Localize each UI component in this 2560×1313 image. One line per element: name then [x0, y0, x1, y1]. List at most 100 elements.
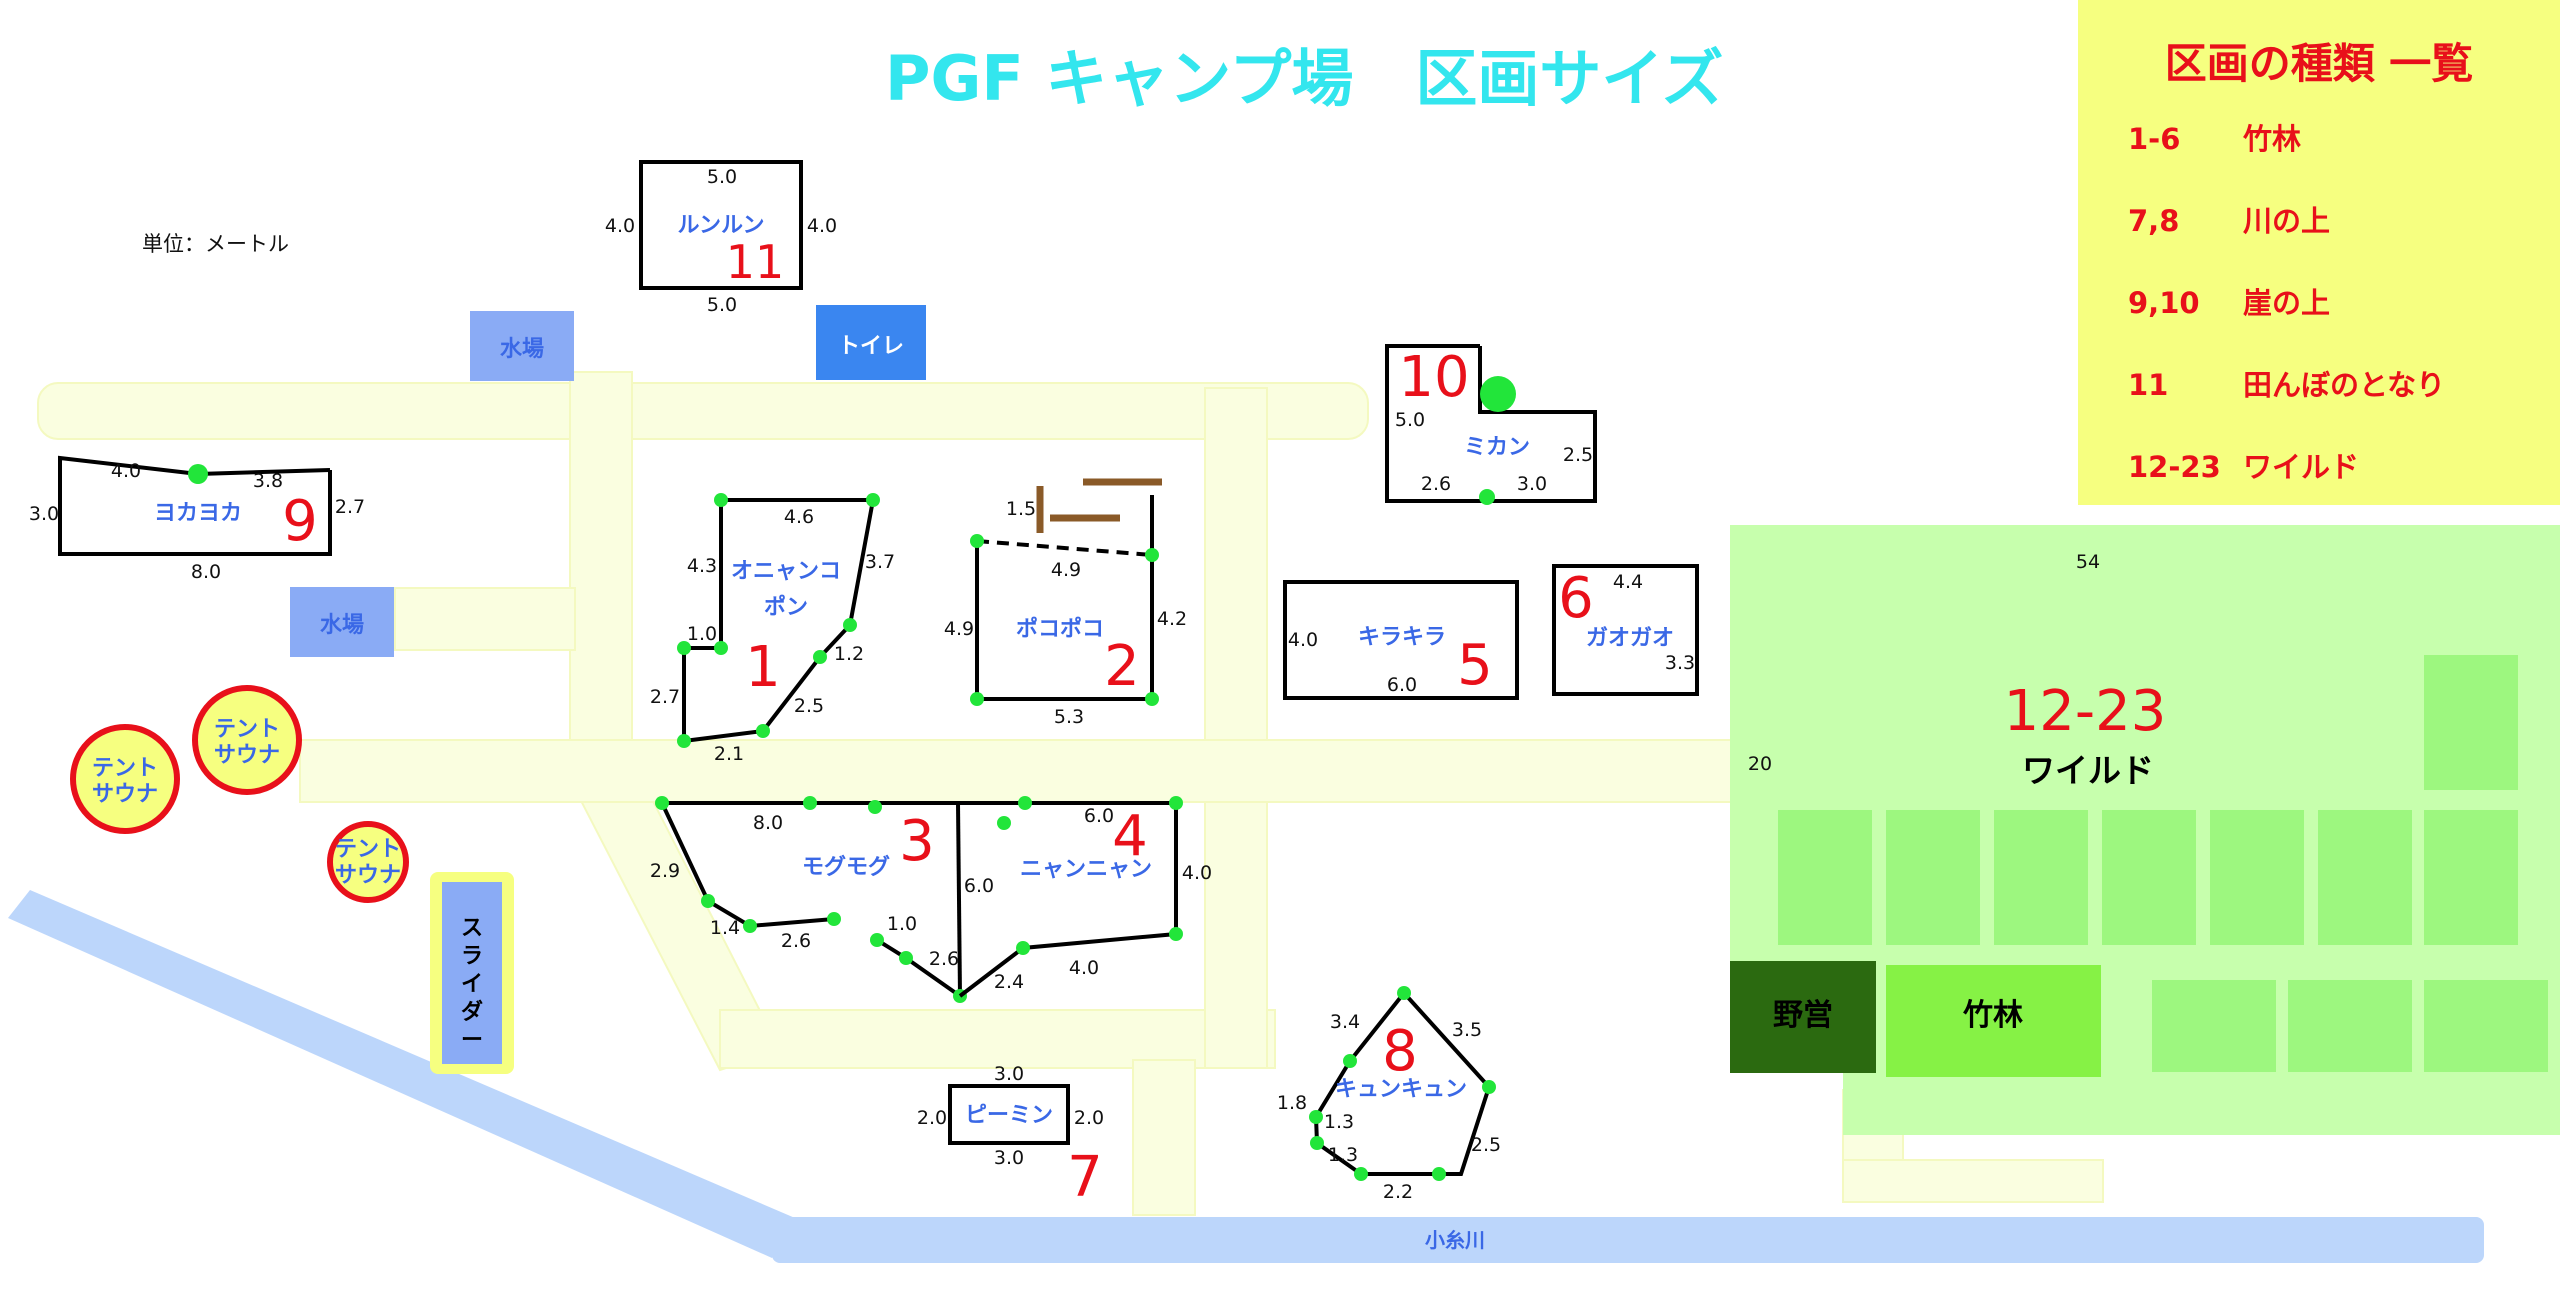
- site-number: 10: [1398, 345, 1469, 410]
- legend-range: 12-23: [2128, 450, 2221, 484]
- dim-label: 2.7: [335, 496, 365, 518]
- dim-label: 2.6: [781, 930, 811, 952]
- dim-label: 4.9: [1051, 559, 1081, 581]
- legend-title: 区画の種類 一覧: [2164, 39, 2474, 88]
- svg-text:テントサウナ: テントサウナ: [214, 717, 280, 768]
- wild-site: [2318, 810, 2412, 945]
- dim-label: 2.0: [1074, 1107, 1104, 1129]
- site-number: 1: [745, 635, 781, 700]
- wild-dim-width: 54: [2076, 551, 2100, 573]
- svg-text:テントサウナ: テントサウナ: [335, 837, 401, 888]
- unit-note: 単位：メートル: [142, 232, 289, 256]
- site-9: ヨカヨカ 9 4.0 3.8 3.0 2.7 8.0: [29, 455, 365, 583]
- wild-site: [1994, 810, 2088, 945]
- water-station: [290, 587, 394, 657]
- dim-label: 4.0: [1182, 862, 1212, 884]
- dim-label: 3.3: [1665, 652, 1695, 674]
- dim-label: 3.0: [994, 1147, 1024, 1169]
- dim-label: 4.0: [1288, 629, 1318, 651]
- site-name: キュンキュン: [1335, 1077, 1467, 1102]
- dim-label: 2.6: [1421, 473, 1451, 495]
- site-number: 3: [899, 809, 935, 874]
- dim-label: 2.5: [1471, 1134, 1501, 1156]
- dim-label: 4.0: [605, 215, 635, 237]
- dim-label: 3.4: [1330, 1011, 1360, 1033]
- site-name: ルンルン: [677, 213, 764, 238]
- site-4: ニャンニャン 4 6.0 6.0 4.0 2.4 4.0: [958, 796, 1212, 998]
- legend-type: ワイルド: [2243, 450, 2360, 484]
- footpaths: [37, 371, 2104, 1216]
- dim-label: 2.9: [650, 860, 680, 882]
- yaei-area: [1730, 961, 1876, 1073]
- dim-label: 2.1: [714, 743, 744, 765]
- wild-name: ワイルド: [2022, 751, 2154, 790]
- wild-area: 野営 竹林 12-23 ワイルド 54 20: [1730, 525, 2560, 1135]
- dim-label: 1.0: [887, 913, 917, 935]
- dim-label: 4.0: [111, 460, 141, 482]
- site-name: ポコポコ: [1016, 616, 1104, 642]
- site-name: ポン: [764, 594, 808, 620]
- dim-label: 3.7: [865, 551, 895, 573]
- dim-label: 2.5: [1563, 444, 1593, 466]
- dim-label: 2.7: [650, 686, 680, 708]
- wild-site: [2424, 810, 2518, 945]
- dim-label: 3.0: [29, 503, 59, 525]
- site-number: 4: [1112, 804, 1148, 869]
- site-10: 10 ミカン 5.0 2.5 2.6 3.0: [1385, 344, 1597, 505]
- facilities: 水場 水場 トイレ ス ラ イ ダ ー テントサウナ テントサウナ テントサウナ: [70, 305, 926, 1074]
- legend-row: 7,8 川の上: [2128, 198, 2330, 240]
- site-number: 8: [1382, 1019, 1418, 1084]
- wild-site: [2424, 655, 2518, 790]
- svg-text:イ: イ: [461, 972, 483, 997]
- dim-label: 5.0: [1395, 409, 1425, 431]
- chikurin-label: 竹林: [1963, 998, 2023, 1033]
- slider: [442, 882, 502, 1064]
- wild-site: [2210, 810, 2304, 945]
- dim-label: 2.6: [929, 948, 959, 970]
- tent-sauna: テントサウナ: [192, 685, 302, 795]
- wild-number: 12-23: [2004, 679, 2167, 744]
- svg-text:テントサウナ: テントサウナ: [92, 756, 158, 807]
- dim-label: 4.6: [784, 506, 814, 528]
- water-station-label: 水場: [320, 613, 364, 638]
- wild-site: [2288, 980, 2412, 1072]
- toilet-label: トイレ: [838, 334, 904, 359]
- wild-site: [1886, 810, 1980, 945]
- dim-label: 5.0: [707, 166, 737, 188]
- legend-type: 川の上: [2243, 204, 2331, 238]
- dim-label: 6.0: [1084, 805, 1114, 827]
- site-name: ピーミン: [965, 1103, 1053, 1128]
- slider-label: ス ラ イ ダ ー: [461, 916, 483, 1053]
- site-name: オニャンコ: [731, 559, 841, 584]
- dim-label: 8.0: [191, 561, 221, 583]
- page-title: PGF キャンプ場 区画サイズ: [885, 42, 1724, 115]
- svg-text:ー: ー: [461, 1028, 483, 1053]
- dim-label: 3.0: [994, 1063, 1024, 1085]
- water-station: [470, 311, 574, 381]
- legend-range: 1-6: [2128, 122, 2181, 156]
- svg-text:ス: ス: [461, 916, 483, 941]
- legend-row: 12-23 ワイルド: [2128, 444, 2359, 486]
- dim-label: 2.0: [917, 1107, 947, 1129]
- dim-label: 4.9: [944, 618, 974, 640]
- site-number: 9: [282, 489, 318, 554]
- site-name: ヨカヨカ: [154, 501, 242, 526]
- site-number: 11: [726, 235, 785, 289]
- dim-label: 3.8: [253, 470, 283, 492]
- svg-text:ラ: ラ: [461, 944, 483, 969]
- wild-site: [2152, 980, 2276, 1072]
- dim-label: 1.4: [710, 917, 740, 939]
- dim-label: 1.3: [1324, 1111, 1354, 1133]
- dim-label: 3.0: [1517, 473, 1547, 495]
- dim-label: 2.4: [994, 971, 1024, 993]
- legend-range: 11: [2128, 368, 2169, 402]
- legend-range: 7,8: [2128, 204, 2180, 238]
- tent-sauna: テントサウナ: [327, 821, 409, 903]
- dim-label: 5.0: [707, 294, 737, 316]
- water-station-label: 水場: [500, 337, 544, 362]
- dim-label: 2.5: [794, 695, 824, 717]
- legend-type: 竹林: [2243, 122, 2302, 156]
- wild-dim-height: 20: [1748, 753, 1772, 775]
- dim-label: 5.3: [1054, 706, 1084, 728]
